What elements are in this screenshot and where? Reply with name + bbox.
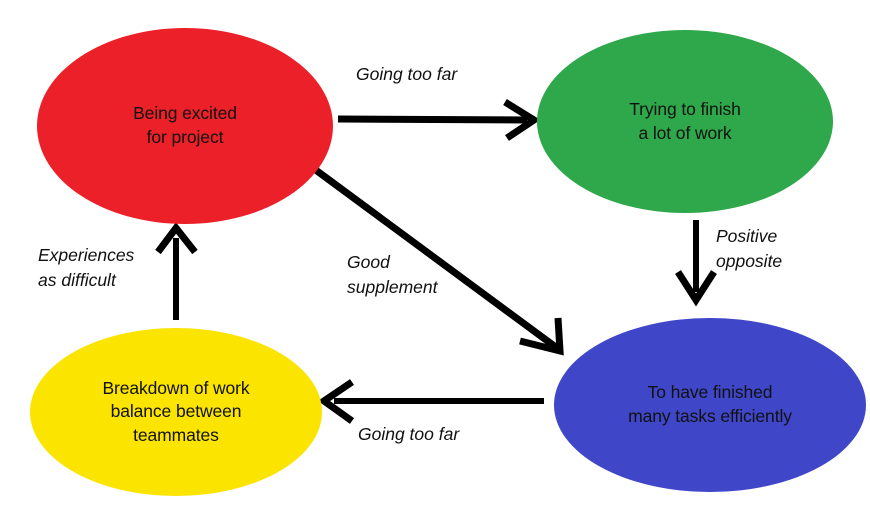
arrow-green-to-blue — [675, 220, 717, 307]
node-label: Being excited for project — [133, 103, 237, 147]
node-being-excited-for-project[interactable]: Being excited for project — [37, 28, 333, 224]
node-trying-to-finish-a-lot-of-work[interactable]: Trying to finish a lot of work — [537, 30, 833, 213]
arrow-red-to-blue — [310, 165, 564, 356]
arrow-yellow-to-red — [155, 222, 198, 320]
arrow-head — [155, 222, 198, 255]
arrow-shaft — [310, 165, 560, 351]
arrow-blue-to-yellow — [317, 379, 544, 424]
node-label: Trying to finish a lot of work — [629, 98, 741, 143]
node-label: Breakdown of work balance between teamma… — [102, 377, 250, 445]
arrow-shaft — [337, 115, 528, 124]
arrow-head — [519, 317, 564, 356]
edge-label-blue-to-yellow: Going too far — [358, 424, 460, 444]
node-breakdown-of-work-balance[interactable]: Breakdown of work balance between teamma… — [30, 328, 322, 496]
edge-label-red-to-blue: Good supplement — [347, 252, 438, 298]
edge-label-yellow-to-red: Experiences as difficult — [38, 245, 135, 291]
edge-label-green-to-blue: Positive opposite — [716, 226, 783, 272]
arrow-head — [675, 270, 717, 307]
arrow-head — [503, 99, 541, 141]
arrow-head — [317, 379, 355, 424]
node-to-have-finished-many-tasks[interactable]: To have finished many tasks efficiently — [554, 318, 866, 492]
edge-label-red-to-green: Going too far — [356, 64, 458, 84]
arrow-red-to-green — [337, 99, 541, 141]
node-label: To have finished many tasks efficiently — [628, 382, 792, 426]
